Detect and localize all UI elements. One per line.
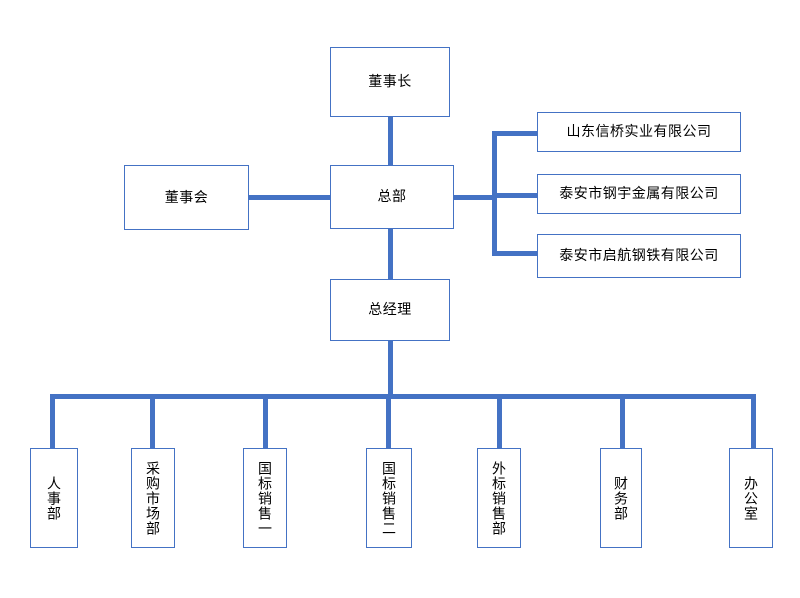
node-department-3-label: 国标销售一: [257, 460, 273, 536]
connector-bus-to-subsidiary-1: [492, 131, 539, 136]
node-general-manager-label: 总经理: [368, 301, 412, 318]
node-department-3[interactable]: 国标销售一: [243, 448, 287, 548]
connector-headquarters-to-general-manager: [388, 228, 393, 279]
connector-bus-to-subsidiary-3: [492, 251, 539, 256]
node-department-7[interactable]: 办公室: [729, 448, 773, 548]
node-subsidiary-2-label: 泰安市钢宇金属有限公司: [559, 185, 719, 202]
node-department-1-label: 人事部: [46, 475, 62, 521]
node-chairman[interactable]: 董事长: [330, 47, 450, 117]
connector-bus-to-department-3: [263, 394, 268, 448]
node-chairman-label: 董事长: [368, 73, 412, 90]
node-department-6-label: 财务部: [613, 475, 629, 521]
node-department-4-label: 国标销售二: [381, 460, 397, 536]
node-subsidiary-3[interactable]: 泰安市启航钢铁有限公司: [537, 234, 741, 278]
node-general-manager[interactable]: 总经理: [330, 279, 450, 341]
node-subsidiary-3-label: 泰安市启航钢铁有限公司: [559, 247, 719, 264]
connector-bus-to-department-4: [386, 394, 391, 448]
node-department-5-label: 外标销售部: [491, 460, 507, 536]
node-department-2[interactable]: 采购市场部: [131, 448, 175, 548]
node-subsidiary-1[interactable]: 山东信桥实业有限公司: [537, 112, 741, 152]
connector-general-manager-to-department-bus: [388, 341, 393, 399]
node-board-label: 董事会: [164, 188, 209, 205]
connector-bus-to-department-5: [497, 394, 502, 448]
connector-headquarters-to-subsidiary-bus: [453, 195, 497, 200]
connector-department-bus: [50, 394, 756, 399]
node-department-1[interactable]: 人事部: [30, 448, 78, 548]
connector-board-to-headquarters: [248, 195, 332, 200]
node-board[interactable]: 董事会: [124, 165, 249, 230]
node-department-5[interactable]: 外标销售部: [477, 448, 521, 548]
connector-chairman-to-headquarters: [388, 117, 393, 167]
node-subsidiary-1-label: 山东信桥实业有限公司: [566, 123, 712, 140]
node-headquarters[interactable]: 总部: [330, 165, 454, 229]
node-department-7-label: 办公室: [743, 475, 759, 521]
connector-bus-to-department-7: [751, 394, 756, 448]
node-department-2-label: 采购市场部: [145, 460, 161, 536]
connector-bus-to-department-2: [150, 394, 155, 448]
node-department-6[interactable]: 财务部: [600, 448, 642, 548]
node-department-4[interactable]: 国标销售二: [366, 448, 412, 548]
node-subsidiary-2[interactable]: 泰安市钢宇金属有限公司: [537, 174, 741, 214]
connector-bus-to-subsidiary-2: [492, 193, 539, 198]
connector-bus-to-department-1: [50, 394, 55, 448]
node-headquarters-label: 总部: [377, 188, 407, 205]
connector-bus-to-department-6: [620, 394, 625, 448]
